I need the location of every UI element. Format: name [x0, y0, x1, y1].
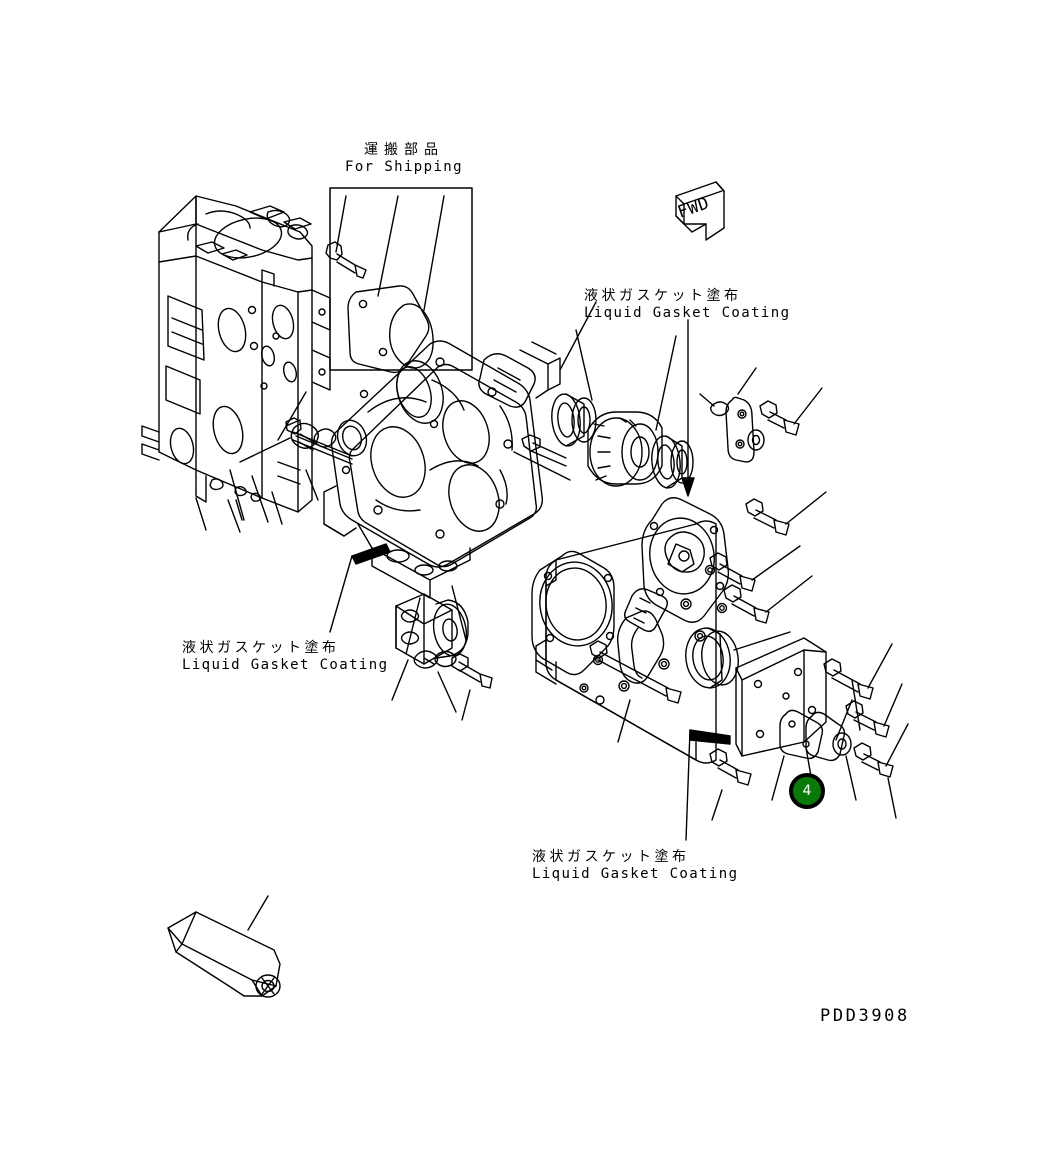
- leader-line: [737, 367, 757, 395]
- leader-line: [617, 699, 631, 743]
- small-cover-plate: [779, 709, 824, 760]
- leader-line: [513, 451, 571, 481]
- svg-text:FWD: FWD: [675, 193, 712, 222]
- bolt: [589, 640, 682, 704]
- leader-line: [655, 335, 677, 431]
- leader-line: [793, 387, 823, 425]
- coating-arrow-top: [681, 319, 695, 497]
- leader-line: [229, 469, 245, 521]
- leader-line: [461, 689, 471, 721]
- bolt: [709, 552, 756, 592]
- drawing-code: PDD3908: [820, 1006, 910, 1026]
- leader-line: [771, 755, 785, 801]
- liquid-gasket-top-en: Liquid Gasket Coating: [584, 305, 791, 321]
- leader-line: [277, 391, 307, 441]
- coating-arrow-bottom: [685, 729, 731, 841]
- bolt: [723, 584, 770, 624]
- leader-line: [785, 491, 827, 525]
- gear-cover: [531, 497, 730, 764]
- leader-line: [235, 499, 243, 521]
- shipping-label-jp: 運搬部品: [363, 142, 444, 158]
- long-bolt-left: [285, 417, 353, 465]
- shipping-label-en: For Shipping: [345, 159, 463, 175]
- leader-line: [885, 723, 909, 767]
- shipping-box: [329, 187, 473, 371]
- leader-line: [405, 597, 421, 655]
- liquid-gasket-left-en: Liquid Gasket Coating: [182, 657, 389, 673]
- liquid-gasket-label-bottom: 液状ガスケット塗布 Liquid Gasket Coating: [532, 849, 738, 883]
- sealant-tube: [167, 911, 281, 998]
- leader-line: [851, 679, 861, 731]
- leader-line: [247, 895, 269, 931]
- leader-line: [765, 575, 813, 613]
- leader-line: [451, 585, 467, 641]
- cylinder-block: [141, 195, 331, 513]
- small-cover-gasket: [805, 711, 846, 762]
- shipping-gasket: [388, 303, 434, 369]
- bolt: [745, 498, 790, 536]
- shipping-label: 運搬部品 For Shipping: [345, 142, 463, 176]
- fwd-arrow-text: FWD: [675, 193, 712, 222]
- liquid-gasket-bottom-en: Liquid Gasket Coating: [532, 866, 739, 882]
- leader-line: [227, 499, 241, 533]
- leader-line: [883, 683, 903, 727]
- bolt: [845, 700, 890, 738]
- oil-seal: [685, 627, 739, 689]
- leader-line: [195, 497, 207, 531]
- bolt: [709, 748, 752, 786]
- shipping-bolt: [325, 241, 367, 279]
- bolt: [451, 653, 493, 689]
- liquid-gasket-label-left: 液状ガスケット塗布 Liquid Gasket Coating: [182, 640, 388, 674]
- fwd-arrow-icon: [675, 181, 725, 241]
- liquid-gasket-bottom-jp: 液状ガスケット塗布: [532, 849, 690, 865]
- side-cover-plate: [735, 637, 827, 757]
- leader-line: [733, 631, 791, 651]
- leader-line: [437, 671, 457, 713]
- liquid-gasket-left-jp: 液状ガスケット塗布: [182, 640, 340, 656]
- bearing-front: [551, 393, 597, 447]
- idler-gear: [587, 411, 663, 487]
- liquid-gasket-top-jp: 液状ガスケット塗布: [584, 288, 742, 304]
- leader-line: [575, 329, 593, 401]
- leader-line: [887, 777, 897, 819]
- leader-line: [251, 475, 269, 523]
- leader-line: [751, 545, 801, 581]
- dowel-pins: [239, 422, 337, 463]
- shipping-cover-plate: [347, 285, 430, 374]
- dowel-pin-housing: [521, 434, 567, 467]
- washer: [747, 429, 765, 451]
- leader-line: [335, 195, 347, 253]
- leader-line: [867, 643, 893, 689]
- leader-line: [305, 469, 319, 501]
- bearing-rear: [651, 435, 694, 489]
- leader-line: [271, 491, 283, 525]
- leader-line: [711, 789, 723, 821]
- coating-arrow-left: [329, 543, 391, 633]
- bolt: [759, 400, 800, 436]
- leader-line: [845, 755, 857, 801]
- leader-line: [377, 195, 399, 297]
- bolt: [823, 658, 874, 700]
- callout-number: 4: [802, 783, 812, 799]
- bolt: [853, 742, 894, 778]
- leader-line: [699, 393, 715, 407]
- bracket: [699, 393, 755, 463]
- washer: [832, 732, 852, 756]
- callout-badge-4[interactable]: 4: [789, 773, 825, 809]
- liquid-gasket-label-top: 液状ガスケット塗布 Liquid Gasket Coating: [584, 288, 790, 322]
- leader-line: [391, 659, 409, 701]
- leader-line: [423, 195, 445, 311]
- oil-pump: [395, 593, 469, 669]
